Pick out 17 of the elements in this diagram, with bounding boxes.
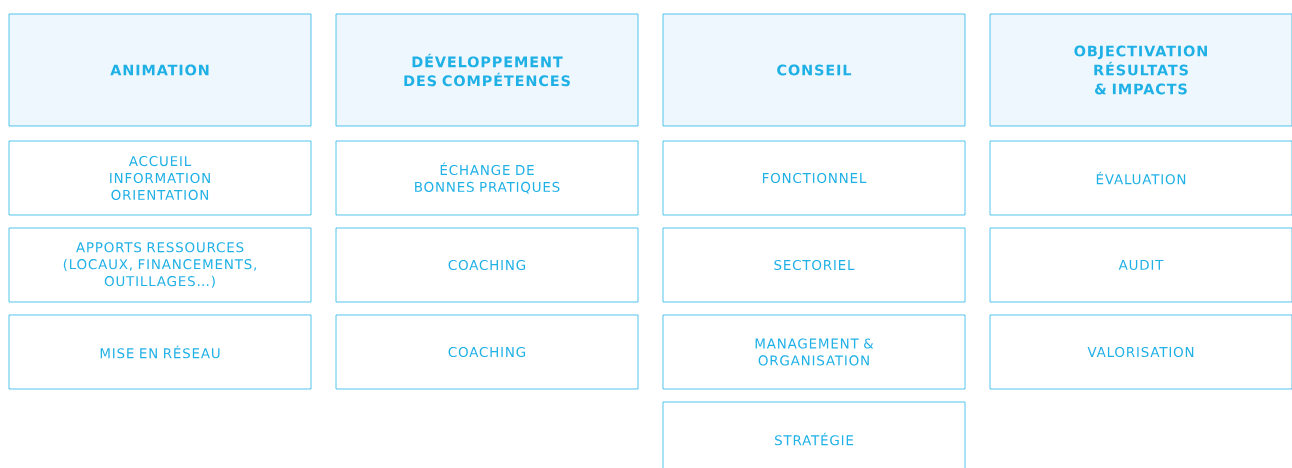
header-box: OBJECTIVATION RÉSULTATS & IMPACTS: [989, 13, 1292, 127]
item-box: MISE EN RÉSEAU: [8, 314, 312, 390]
item-box: ÉCHANGE DE BONNES PRATIQUES: [335, 140, 639, 216]
header-box: CONSEIL: [662, 13, 966, 127]
header-box: ANIMATION: [8, 13, 312, 127]
header-box: DÉVELOPPEMENT DES COMPÉTENCES: [335, 13, 639, 127]
item-box: ACCUEIL INFORMATION ORIENTATION: [8, 140, 312, 216]
item-box: COACHING: [335, 227, 639, 303]
item-box: COACHING: [335, 314, 639, 390]
item-box: VALORISATION: [989, 314, 1292, 390]
item-box: STRATÉGIE: [662, 401, 966, 468]
item-box: APPORTS RESSOURCES (LOCAUX, FINANCEMENTS, OUTILLAGES…): [8, 227, 312, 303]
item-box: AUDIT: [989, 227, 1292, 303]
item-box: ÉVALUATION: [989, 140, 1292, 216]
item-box: MANAGEMENT & ORGANISATION: [662, 314, 966, 390]
item-box: SECTORIEL: [662, 227, 966, 303]
item-box: FONCTIONNEL: [662, 140, 966, 216]
